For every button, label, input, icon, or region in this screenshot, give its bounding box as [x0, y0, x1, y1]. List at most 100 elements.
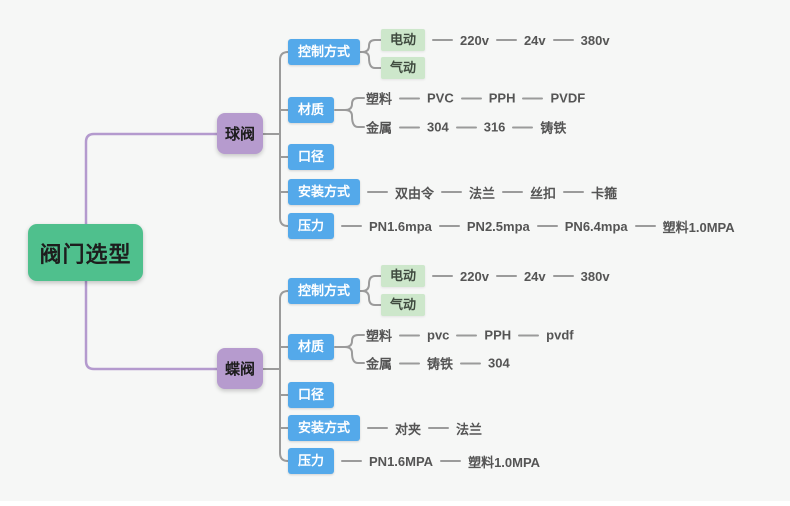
mindmap-row: 口径 — [288, 382, 335, 408]
mindmap-row: 口径 — [288, 144, 335, 170]
chain-node[interactable]: 铸铁 — [427, 356, 454, 372]
chain-node[interactable]: 金属 — [366, 120, 393, 136]
subtopic-node[interactable]: 气动 — [381, 57, 426, 79]
chain-node[interactable]: PN2.5mpa — [466, 218, 530, 234]
mindmap-row: 塑料 PVC PPH PVDF — [366, 89, 585, 108]
topic-node[interactable]: 安装方式 — [288, 179, 361, 205]
connector-line — [344, 346, 365, 364]
chain-node[interactable]: 法兰 — [469, 185, 496, 201]
subtopic-node[interactable]: 电动 — [381, 29, 426, 51]
chain-node[interactable]: 金属 — [366, 356, 393, 372]
connector-dash — [456, 334, 478, 336]
connector-dash — [495, 39, 517, 41]
connector-dash — [432, 39, 454, 41]
connector-dash — [563, 191, 585, 193]
branch-node-butterfly-valve[interactable]: 蝶阀 — [217, 348, 263, 389]
mindmap-row: 材质 — [288, 334, 335, 360]
connector-dash — [518, 334, 540, 336]
mindmap-row: 压力 PN1.6mpa PN2.5mpa PN6.4mpa 塑料1.0MPA — [288, 213, 735, 239]
connector-dash — [399, 97, 421, 99]
connector-dash — [460, 97, 482, 99]
chain-node[interactable]: PVDF — [550, 90, 586, 106]
subtopic-node[interactable]: 气动 — [381, 294, 426, 316]
chain-node[interactable]: 塑料1.0MPA — [662, 219, 735, 235]
connector-line — [334, 334, 365, 348]
mindmap-row: 材质 — [288, 97, 335, 123]
connector-dash — [341, 225, 363, 227]
chain-node[interactable]: PPH — [484, 327, 512, 343]
topic-node[interactable]: 材质 — [288, 334, 335, 360]
chain-node[interactable]: PPH — [488, 90, 516, 106]
subtopic-node[interactable]: 电动 — [381, 265, 426, 287]
chain-node[interactable]: PN1.6MPA — [369, 453, 434, 469]
connector-dash — [367, 191, 389, 193]
connector-line — [279, 51, 289, 227]
connector-dash — [634, 225, 656, 227]
connector-dash — [495, 275, 517, 277]
chain-node[interactable]: 316 — [483, 119, 506, 135]
connector-dash — [432, 275, 454, 277]
chain-node[interactable]: 法兰 — [456, 421, 483, 437]
chain-node[interactable]: 304 — [488, 355, 510, 371]
bottom-strip — [0, 501, 790, 506]
mindmap-row: 控制方式 — [288, 278, 361, 304]
topic-node[interactable]: 口径 — [288, 144, 335, 170]
connector-dash — [552, 39, 574, 41]
chain-node[interactable]: 24v — [523, 32, 546, 48]
topic-node[interactable]: 材质 — [288, 97, 335, 123]
connector-line — [361, 290, 382, 306]
chain-node[interactable]: 铸铁 — [540, 120, 567, 136]
connector-line — [84, 279, 219, 371]
branch-node-ball-valve[interactable]: 球阀 — [217, 113, 263, 154]
chain-node[interactable]: 380v — [580, 268, 610, 284]
topic-node[interactable]: 压力 — [288, 448, 335, 474]
chain-node[interactable]: 卡箍 — [591, 185, 618, 201]
topic-node[interactable]: 口径 — [288, 382, 335, 408]
connector-dash — [455, 126, 477, 128]
chain-node[interactable]: PN1.6mpa — [369, 218, 432, 234]
connector-dash — [399, 362, 421, 364]
connector-line — [334, 97, 365, 111]
topic-node[interactable]: 控制方式 — [288, 39, 361, 65]
connector-dash — [522, 97, 544, 99]
branch-node-label: 球阀 — [224, 126, 255, 143]
chain-node[interactable]: 220v — [460, 268, 489, 284]
chain-node[interactable]: pvdf — [546, 327, 574, 343]
topic-node[interactable]: 压力 — [288, 213, 335, 239]
chain-node[interactable]: 380v — [580, 32, 610, 48]
connector-dash — [438, 225, 460, 227]
chain-node[interactable]: 塑料 — [366, 91, 393, 107]
mindmap-row: 控制方式 — [288, 39, 361, 65]
chain-node[interactable]: 塑料1.0MPA — [468, 454, 541, 470]
topic-node[interactable]: 安装方式 — [288, 415, 361, 441]
chain-node[interactable]: PVC — [427, 90, 454, 106]
chain-node[interactable]: 塑料 — [366, 328, 393, 344]
mindmap-row: 电动 220v 24v 380v — [381, 265, 610, 287]
mindmap-row: 安装方式 对夹 法兰 — [288, 415, 482, 441]
root-node[interactable]: 阀门选型 — [28, 224, 143, 281]
chain-node[interactable]: 对夹 — [395, 421, 422, 437]
mindmap-row: 气动 — [381, 57, 426, 79]
connector-dash — [399, 126, 421, 128]
mindmap-row: 塑料 pvc PPH pvdf — [366, 326, 574, 345]
chain-node[interactable]: PN6.4mpa — [564, 218, 628, 234]
connector-dash — [428, 427, 450, 429]
chain-node[interactable]: 304 — [427, 119, 449, 135]
connector-line — [84, 132, 219, 226]
chain-node[interactable]: 24v — [523, 268, 546, 284]
topic-node[interactable]: 控制方式 — [288, 278, 361, 304]
mindmap-row: 电动 220v 24v 380v — [381, 29, 610, 51]
connector-dash — [552, 275, 574, 277]
connector-line — [279, 290, 289, 462]
connector-dash — [367, 427, 389, 429]
chain-node[interactable]: 220v — [460, 32, 489, 48]
connector-dash — [460, 362, 482, 364]
chain-node[interactable]: 丝扣 — [530, 185, 557, 201]
connector-dash — [440, 460, 462, 462]
chain-node[interactable]: pvc — [427, 327, 450, 343]
connector-dash — [536, 225, 558, 227]
connector-line — [344, 109, 365, 128]
chain-node[interactable]: 双由令 — [395, 185, 435, 201]
connector-dash — [399, 334, 421, 336]
